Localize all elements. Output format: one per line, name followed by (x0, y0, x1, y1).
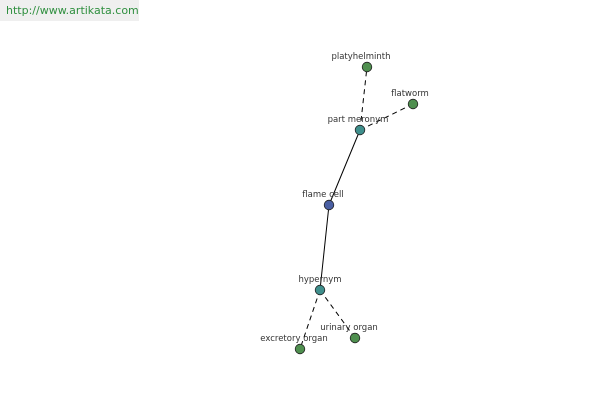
site-banner: http://www.artikata.com (0, 0, 139, 21)
graph-nodes: flame cell part meronym hypernym platyhelmi… (260, 52, 429, 355)
node-label-flame-cell[interactable]: flame cell (302, 190, 343, 200)
node-label-flatworm[interactable]: flatworm (391, 89, 429, 99)
node-label-urinary-organ[interactable]: urinary organ (320, 323, 378, 333)
edge-part-meronym-to-flatworm (359, 103, 414, 131)
node-urinary-organ[interactable]: urinary organ (320, 323, 378, 344)
node-label-excretory-organ[interactable]: excretory organ (260, 334, 327, 344)
edge-hypernym-to-excretory-organ (299, 289, 321, 350)
node-dot-hypernym[interactable] (314, 284, 326, 296)
node-platyhelminth[interactable]: platyhelminth (331, 52, 391, 73)
node-flatworm[interactable]: flatworm (391, 89, 429, 110)
node-flame-cell[interactable]: flame cell (302, 190, 344, 211)
node-excretory-organ[interactable]: excretory organ (260, 334, 328, 355)
node-dot-excretory-organ[interactable] (294, 343, 306, 355)
node-dot-platyhelminth[interactable] (361, 61, 373, 73)
node-hypernym[interactable]: hypernym (298, 275, 342, 296)
node-dot-urinary-organ[interactable] (349, 332, 361, 344)
node-label-platyhelminth[interactable]: platyhelminth (331, 52, 390, 62)
edge-hypernym-to-urinary-organ (319, 289, 356, 339)
graph-edges (299, 66, 414, 350)
node-dot-part-meronym[interactable] (354, 124, 366, 136)
node-part-meronym[interactable]: part meronym (328, 115, 389, 136)
site-url-link[interactable]: http://www.artikata.com (6, 4, 139, 17)
edge-flame-cell-to-hypernym (319, 204, 330, 291)
edge-part-meronym-to-platyhelminth (359, 66, 368, 131)
node-dot-flame-cell[interactable] (323, 199, 335, 211)
node-label-part-meronym[interactable]: part meronym (328, 115, 389, 125)
edge-flame-cell-to-part-meronym (328, 129, 361, 206)
node-label-hypernym[interactable]: hypernym (298, 275, 341, 285)
node-dot-flatworm[interactable] (407, 98, 419, 110)
